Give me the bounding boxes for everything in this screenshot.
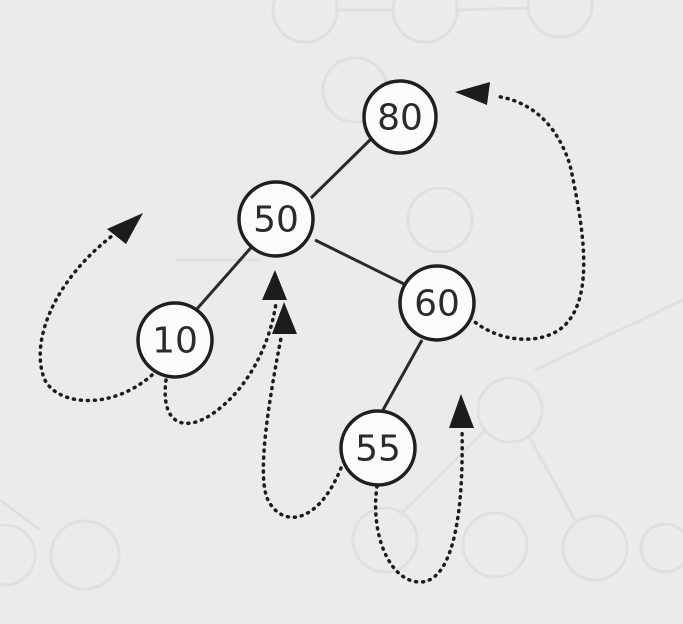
thread-60-to-80-arrowhead: [455, 82, 490, 105]
edge-60-55: [381, 339, 424, 411]
node-label: 80: [377, 98, 423, 139]
thread-55-to-50: [261, 336, 343, 519]
node-circle: [136, 301, 214, 379]
node-label: 55: [355, 429, 401, 470]
edge-80-50: [309, 136, 374, 200]
tree-edges: [194, 136, 424, 411]
edge-50-10: [194, 241, 258, 311]
node-circle: [339, 409, 417, 487]
thread-10-left-null: [38, 234, 154, 403]
node-label: 50: [253, 200, 299, 241]
node-circle: [237, 180, 315, 258]
thread-55-to-60-arrowhead: [449, 394, 474, 428]
tree-node-50: 50: [237, 180, 315, 258]
tree-node-60: 60: [398, 264, 476, 342]
thread-10-to-50-arrowhead: [262, 270, 287, 300]
tree-node-80: 80: [362, 79, 438, 155]
node-circle: [362, 79, 438, 155]
thread-10-to-50: [163, 301, 278, 426]
edge-50-60: [314, 238, 407, 287]
thread-60-to-80: [468, 94, 586, 341]
node-label: 60: [414, 284, 460, 325]
tree-node-55: 55: [339, 409, 417, 487]
thread-55-to-50-arrowhead: [272, 302, 297, 334]
thread-links: [38, 82, 586, 584]
thread-10-left-null-arrowhead: [107, 213, 143, 244]
node-label: 10: [152, 321, 198, 362]
node-circle: [398, 264, 476, 342]
tree-node-10: 10: [136, 301, 214, 379]
background-show-through: [0, 0, 683, 591]
